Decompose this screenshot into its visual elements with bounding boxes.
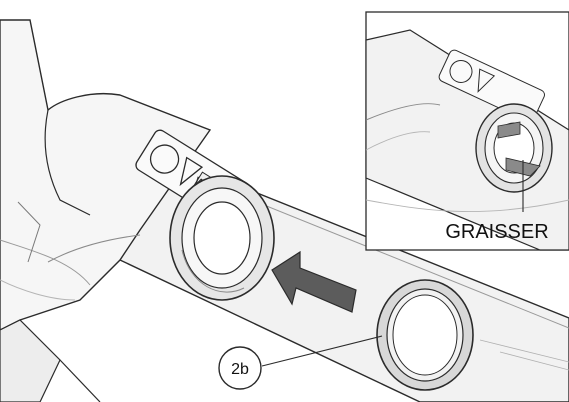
part-callout-2b: 2b — [218, 335, 383, 390]
head-tube-body — [0, 19, 212, 402]
insert-direction-arrow-icon — [271, 250, 357, 313]
head-tube-bearing-seat — [169, 175, 275, 301]
bearing-ring-2b — [376, 279, 474, 391]
part-number-label: 2b — [231, 361, 249, 378]
detail-inset: GRAISSER — [365, 11, 569, 251]
grease-label: GRAISSER — [445, 221, 548, 243]
inset-bearing-seat — [475, 103, 553, 193]
